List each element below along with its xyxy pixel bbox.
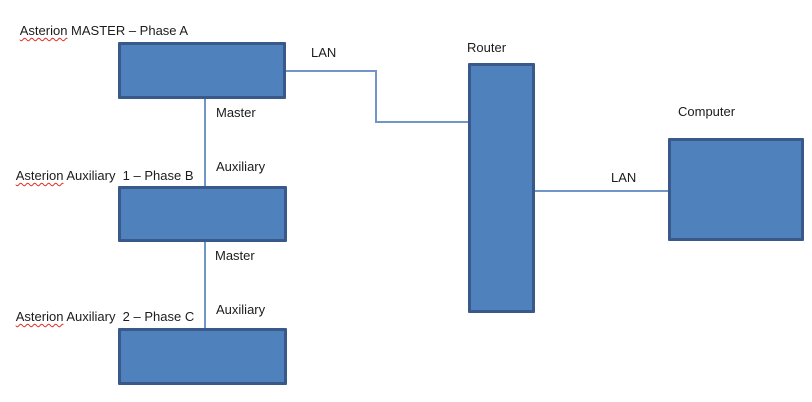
label-aux2-word-asterion: Asterion [15,309,64,324]
connector-aux1-aux2 [204,242,206,328]
label-port-master-1: Master [216,105,256,120]
shape-auxiliary1-phase-b[interactable] [118,186,287,242]
label-port-master-2: Master [215,248,255,263]
connector-master-aux1 [204,99,206,186]
label-computer: Computer [678,104,736,119]
label-master-rest: MASTER – Phase A [67,23,189,38]
connector-master-router-segment-v [375,70,377,122]
shape-computer[interactable] [668,138,804,241]
shape-router[interactable] [468,63,535,313]
shape-auxiliary2-phase-c[interactable] [118,328,287,385]
label-auxiliary1-phase-b: Asterion Auxiliary 1 – Phase B [2,153,194,198]
connector-router-computer [535,190,668,192]
label-master-phase-a: Asterion MASTER – Phase A [6,8,188,53]
label-auxiliary2-phase-c: Asterion Auxiliary 2 – Phase C [2,294,195,339]
label-aux1-rest: Auxiliary 1 – Phase B [63,168,194,183]
shape-master-phase-a[interactable] [118,42,286,99]
connector-master-router-segment-h1 [286,70,377,72]
label-aux2-rest: Auxiliary 2 – Phase C [63,309,195,324]
label-router: Router [467,40,507,55]
label-aux1-word-asterion: Asterion [15,168,64,183]
label-port-auxiliary-1: Auxiliary [216,159,266,174]
label-lan-router-computer: LAN [611,170,637,185]
label-lan-master-router: LAN [311,45,337,60]
label-port-auxiliary-2: Auxiliary [216,302,266,317]
label-master-word-asterion: Asterion [19,23,68,38]
connector-master-router-segment-h2 [375,121,468,123]
